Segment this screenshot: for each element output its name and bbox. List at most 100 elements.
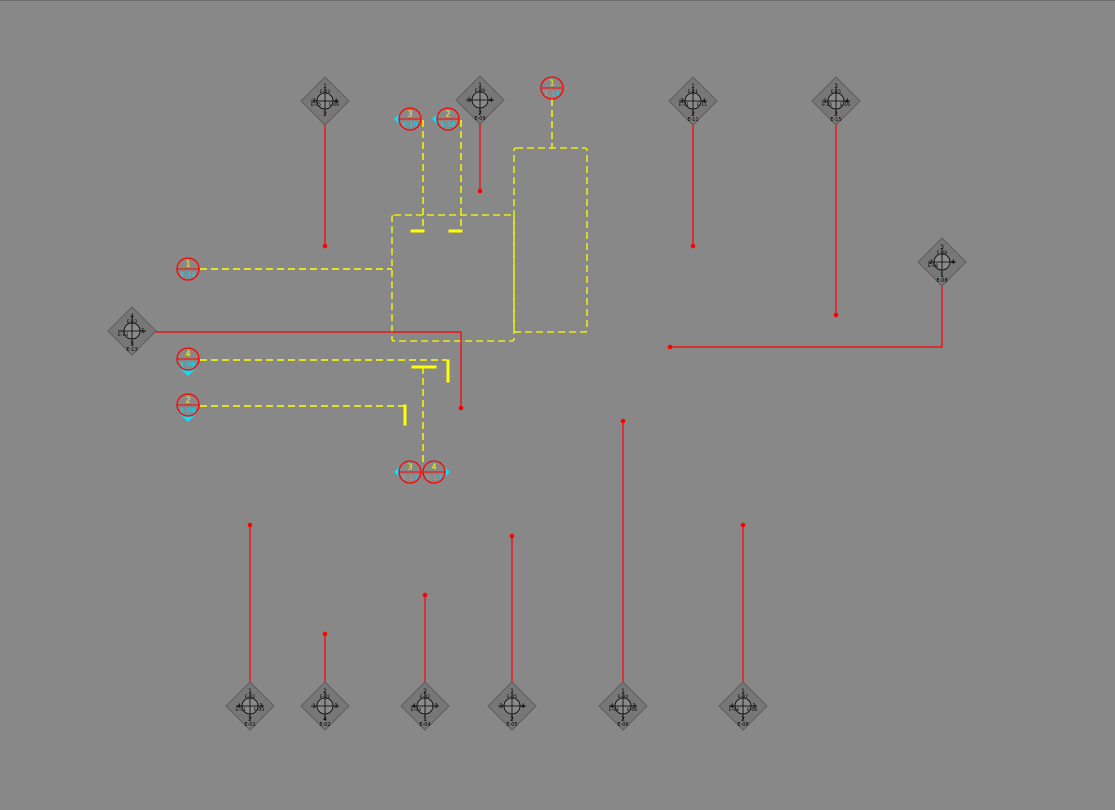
node-pin-number: 2 [248,716,252,723]
node-crosshair [311,692,339,720]
node-crosshair [118,317,146,345]
wire-endpoint [509,533,515,539]
wire-endpoint [422,592,428,598]
node-caption: E-08 [737,722,748,728]
node-pin-number: 4 [334,98,338,105]
node-pin-number: 1 [823,98,827,105]
wires [152,120,943,688]
node-pin-label: E-01 [236,707,246,713]
node-crosshair [609,692,637,720]
node-pin-number: 2 [478,110,482,117]
node-pin-number: 1 [621,688,625,695]
marker-number: 4 [431,463,436,472]
node-crosshair [466,86,494,114]
marker-label: E-09 [181,407,196,415]
wire-n06[interactable] [152,331,462,408]
callout-marker-m01[interactable]: 3E-10 [394,107,422,131]
wire-endpoint [458,405,464,411]
callout-marker-m02[interactable]: 2E-10 [432,107,460,131]
node-pin-number: 3 [130,341,134,348]
node-caption: E-02 [319,722,330,728]
node-pin-label: E-08 [937,250,947,256]
callout-marker-m07[interactable]: 3E-13 [394,460,422,484]
node-pin-number: 1 [510,688,514,695]
node-pin-number: 3 [312,98,316,105]
node-pin-label: E-13 [127,319,137,325]
wire-endpoint [740,522,746,528]
wire-endpoint [690,243,696,249]
node-pin-label: E-09 [475,88,485,94]
node-caption: E-09 [474,116,485,122]
dashed-enclosure-right [513,147,588,333]
marker-label: E-13 [403,474,418,482]
node-pin-label: E-05 [507,694,517,700]
node-pin-label: E-15 [831,89,841,95]
node-pin-number: 1 [312,703,316,710]
node-pin-number: 2 [741,716,745,723]
node-pin-label: E-04 [411,707,421,713]
callout-marker-m06[interactable]: 2E-09 [176,393,200,422]
node-pin-number: 3 [752,703,756,710]
node-pin-number: 2 [323,111,327,118]
node-crosshair [822,87,850,115]
marker-number: 1 [185,260,190,269]
callout-marker-m04[interactable]: 1E-14 [176,257,200,281]
node-pin-number: 1 [940,272,944,279]
wire-endpoint [322,243,328,249]
callout-marker-m03[interactable]: 1E-10 [540,76,564,100]
dashed-enclosure-left [391,214,515,342]
node-pin-number: 4 [521,703,525,710]
node-pin-number: 3 [834,83,838,90]
node-pin-label: E-11 [679,102,689,108]
node-caption: E-05 [506,722,517,728]
node-pin-number: 5 [141,328,145,335]
node-pin-number: 3 [334,703,338,710]
node-pin-label: E-02 [420,694,430,700]
node-pin-number: 4 [951,259,955,266]
node-crosshair [411,692,439,720]
node-pin-number: 1 [691,83,695,90]
marker-number: 2 [445,110,450,119]
node-pin-number: 1 [323,83,327,90]
node-pin-number: 4 [702,98,706,105]
node-pin-label: E-03 [254,707,264,713]
node-pin-number: 4 [323,716,327,723]
node-pin-number: 3 [940,244,944,251]
node-pin-number: 3 [680,98,684,105]
node-pin-label: E-07 [738,694,748,700]
node-pin-label: E-02 [320,694,330,700]
wire-endpoint [620,418,626,424]
node-pin-number: 2 [929,259,933,266]
wire-endpoint [833,312,839,318]
node-pin-number: 3 [632,703,636,710]
node-pin-label: E-11 [697,102,707,108]
node-pin-label: E-06 [627,707,637,713]
wire-endpoint [322,631,328,637]
wire-n05[interactable] [670,284,943,348]
dashed-leaders [200,99,553,462]
node-pin-label: E-04 [618,694,628,700]
node-pin-number: 4 [489,97,493,104]
callout-marker-m08[interactable]: 4E-13 [422,460,450,484]
dashed-enclosures [391,147,588,342]
node-pin-number: 4 [730,703,734,710]
marker-label: E-14 [181,271,196,279]
node-pin-number: 2 [323,688,327,695]
marker-number: 3 [407,110,412,119]
node-crosshair [679,87,707,115]
callout-marker-m05[interactable]: 4E-08 [176,347,200,376]
